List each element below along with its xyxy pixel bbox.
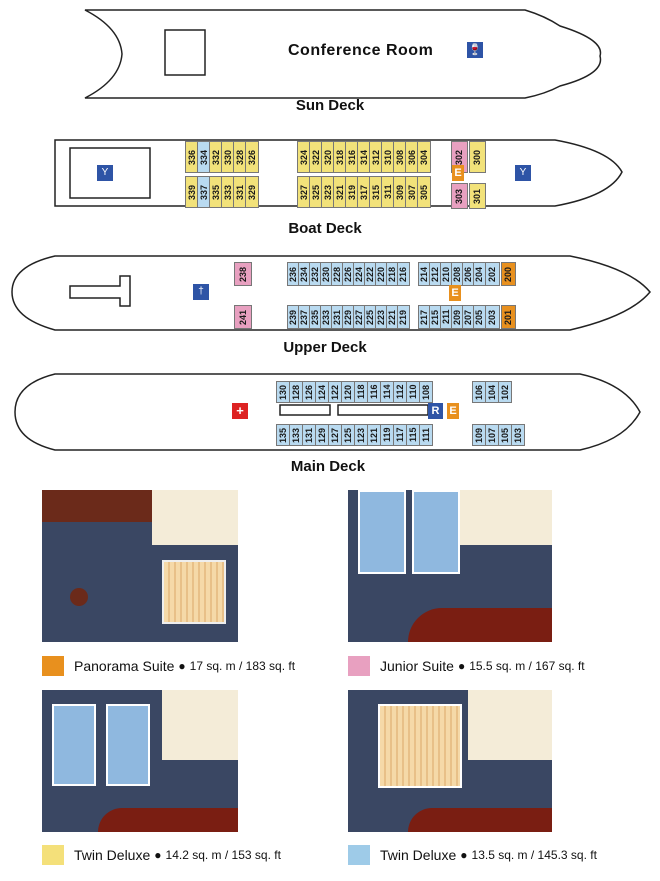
cabin-128[interactable]: 128 xyxy=(289,381,303,403)
cabin-115[interactable]: 115 xyxy=(406,424,420,446)
cabin-117[interactable]: 117 xyxy=(393,424,407,446)
cabin-219[interactable]: 219 xyxy=(397,305,410,329)
main-deck-label: Main Deck xyxy=(290,458,366,475)
bar-icon: Y xyxy=(515,165,531,181)
cabin-112[interactable]: 112 xyxy=(393,381,407,403)
cabin-124[interactable]: 124 xyxy=(315,381,329,403)
bar-icon: 🍷 xyxy=(467,42,483,58)
legend-swatch xyxy=(348,845,370,865)
legend-size: 13.5 sq. m / 145.3 sq. ft xyxy=(471,848,597,862)
cabin-202[interactable]: 202 xyxy=(485,262,500,286)
twin-deluxe-blue-plan xyxy=(348,690,552,832)
cabin-304[interactable]: 304 xyxy=(417,141,431,173)
cabin-104[interactable]: 104 xyxy=(485,381,499,403)
medical-icon: + xyxy=(232,403,248,419)
boat-deck-label: Boat Deck xyxy=(288,220,362,237)
twin-deluxe-yellow-plan xyxy=(42,690,238,832)
legend-name: Panorama Suite xyxy=(74,658,175,674)
cabin-119[interactable]: 119 xyxy=(380,424,394,446)
cabin-203[interactable]: 203 xyxy=(485,305,500,329)
upper-deck-label: Upper Deck xyxy=(283,339,367,356)
legend-twin-deluxe-yellow: Twin Deluxe ● 14.2 sq. m / 153 sq. ft xyxy=(42,845,281,865)
legend-swatch xyxy=(42,845,64,865)
cabin-123[interactable]: 123 xyxy=(354,424,368,446)
legend-bullet: ● xyxy=(457,659,466,673)
sun-deck-outline xyxy=(84,9,602,99)
legend-swatch xyxy=(42,656,64,676)
cabin-120[interactable]: 120 xyxy=(341,381,355,403)
legend-bullet: ● xyxy=(460,848,468,862)
cabin-200[interactable]: 200 xyxy=(501,262,516,286)
legend-name: Junior Suite xyxy=(380,658,454,674)
cabin-241[interactable]: 241 xyxy=(234,305,252,329)
legend-junior-suite: Junior Suite ● 15.5 sq. m / 167 sq. ft xyxy=(348,656,585,676)
legend-bullet: ● xyxy=(178,659,186,673)
cabin-300[interactable]: 300 xyxy=(469,141,486,173)
cabin-102[interactable]: 102 xyxy=(498,381,512,403)
cabin-201[interactable]: 201 xyxy=(501,305,516,329)
cabin-110[interactable]: 110 xyxy=(406,381,420,403)
elevator-icon: E xyxy=(447,403,459,419)
cabin-135[interactable]: 135 xyxy=(276,424,290,446)
cabin-126[interactable]: 126 xyxy=(302,381,316,403)
cabin-103[interactable]: 103 xyxy=(511,424,525,446)
panorama-suite-plan xyxy=(42,490,238,642)
cabin-301[interactable]: 301 xyxy=(469,183,486,209)
legend-twin-deluxe-blue: Twin Deluxe ● 13.5 sq. m / 145.3 sq. ft xyxy=(348,845,597,865)
cabin-105[interactable]: 105 xyxy=(498,424,512,446)
cabin-118[interactable]: 118 xyxy=(354,381,368,403)
cabin-329[interactable]: 329 xyxy=(245,176,259,208)
cabin-133[interactable]: 133 xyxy=(289,424,303,446)
elevator-icon: E xyxy=(449,285,461,301)
cabin-116[interactable]: 116 xyxy=(367,381,381,403)
legend-swatch xyxy=(348,656,370,676)
cabin-108[interactable]: 108 xyxy=(419,381,433,403)
conference-room-label: Conference Room xyxy=(288,42,434,59)
legend-size: 15.5 sq. m / 167 sq. ft xyxy=(469,659,585,673)
cabin-122[interactable]: 122 xyxy=(328,381,342,403)
cabin-305[interactable]: 305 xyxy=(417,176,431,208)
cabin-114[interactable]: 114 xyxy=(380,381,394,403)
elevator-icon: E xyxy=(452,165,464,181)
bar-icon: Y xyxy=(97,165,113,181)
cabin-326[interactable]: 326 xyxy=(245,141,259,173)
legend-bullet: ● xyxy=(154,848,162,862)
restaurant-icon: † xyxy=(193,284,209,300)
cabin-125[interactable]: 125 xyxy=(341,424,355,446)
cabin-216[interactable]: 216 xyxy=(397,262,410,286)
legend-size: 14.2 sq. m / 153 sq. ft xyxy=(165,848,281,862)
legend-panorama-suite: Panorama Suite ● 17 sq. m / 183 sq. ft xyxy=(42,656,295,676)
cabin-131[interactable]: 131 xyxy=(302,424,316,446)
cabin-121[interactable]: 121 xyxy=(367,424,381,446)
reception-icon: R xyxy=(428,403,443,419)
cabin-303[interactable]: 303 xyxy=(451,183,468,209)
cabin-107[interactable]: 107 xyxy=(485,424,499,446)
cabin-106[interactable]: 106 xyxy=(472,381,486,403)
legend-name: Twin Deluxe xyxy=(380,847,457,863)
cabin-238[interactable]: 238 xyxy=(234,262,252,286)
legend-name: Twin Deluxe xyxy=(74,847,151,863)
cabin-129[interactable]: 129 xyxy=(315,424,329,446)
cabin-127[interactable]: 127 xyxy=(328,424,342,446)
cabin-111[interactable]: 111 xyxy=(419,424,433,446)
sun-deck-label: Sun Deck xyxy=(295,97,365,114)
cabin-109[interactable]: 109 xyxy=(472,424,486,446)
cabin-130[interactable]: 130 xyxy=(276,381,290,403)
junior-suite-plan xyxy=(348,490,552,642)
legend-size: 17 sq. m / 183 sq. ft xyxy=(189,659,296,673)
